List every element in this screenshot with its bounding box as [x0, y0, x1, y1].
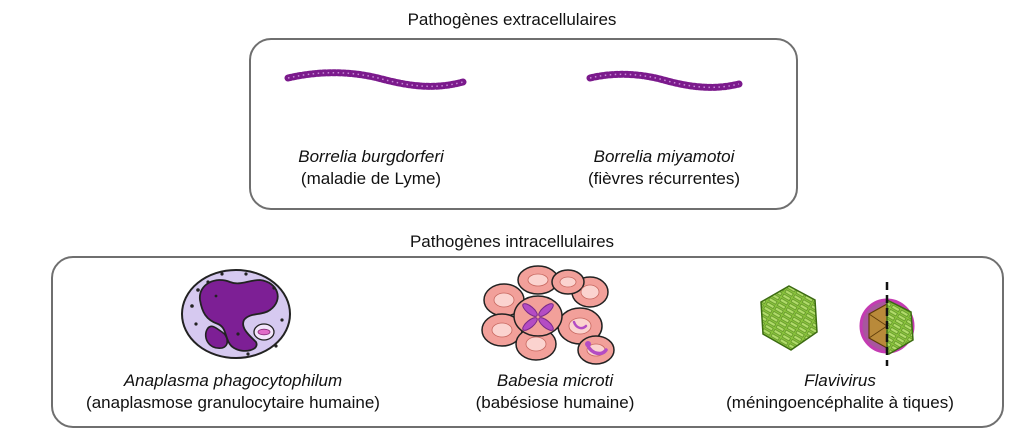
- spirochete-icon: [586, 70, 743, 91]
- borrelia-miyamotoi-label: Borrelia miyamotoi (fièvres récurrentes): [588, 146, 740, 190]
- pathogen-name: Anaplasma phagocytophilum: [123, 371, 343, 390]
- infected-red-blood-cells-icon: [481, 265, 615, 365]
- intracellular-title: Pathogènes intracellulaires: [409, 232, 615, 251]
- pathogen-name: Babesia microti: [496, 371, 614, 390]
- pathogen-name: Flavivirus: [804, 371, 876, 390]
- borrelia-burgdorferi-label: Borrelia burgdorferi (maladie de Lyme): [298, 146, 444, 190]
- granulocyte-icon: [181, 269, 291, 359]
- anaplasma-label: Anaplasma phagocytophilum (anaplasmose g…: [86, 370, 380, 414]
- extracellular-box: [249, 38, 798, 210]
- pathogen-name: Borrelia burgdorferi: [298, 147, 444, 166]
- flavivirus-label: Flavivirus (méningoencéphalite à tiques): [726, 370, 954, 414]
- babesia-label: Babesia microti (babésiose humaine): [476, 370, 635, 414]
- pathogen-name: Borrelia miyamotoi: [593, 147, 735, 166]
- disease-name: (méningoencéphalite à tiques): [726, 393, 954, 412]
- disease-name: (fièvres récurrentes): [587, 169, 741, 188]
- disease-name: (anaplasmose granulocytaire humaine): [86, 393, 380, 412]
- disease-name: (maladie de Lyme): [300, 169, 442, 188]
- flavivirus-icon: [760, 282, 915, 366]
- spirochete-icon: [284, 69, 467, 90]
- disease-name: (babésiose humaine): [475, 393, 635, 412]
- extracellular-title: Pathogènes extracellulaires: [407, 10, 617, 29]
